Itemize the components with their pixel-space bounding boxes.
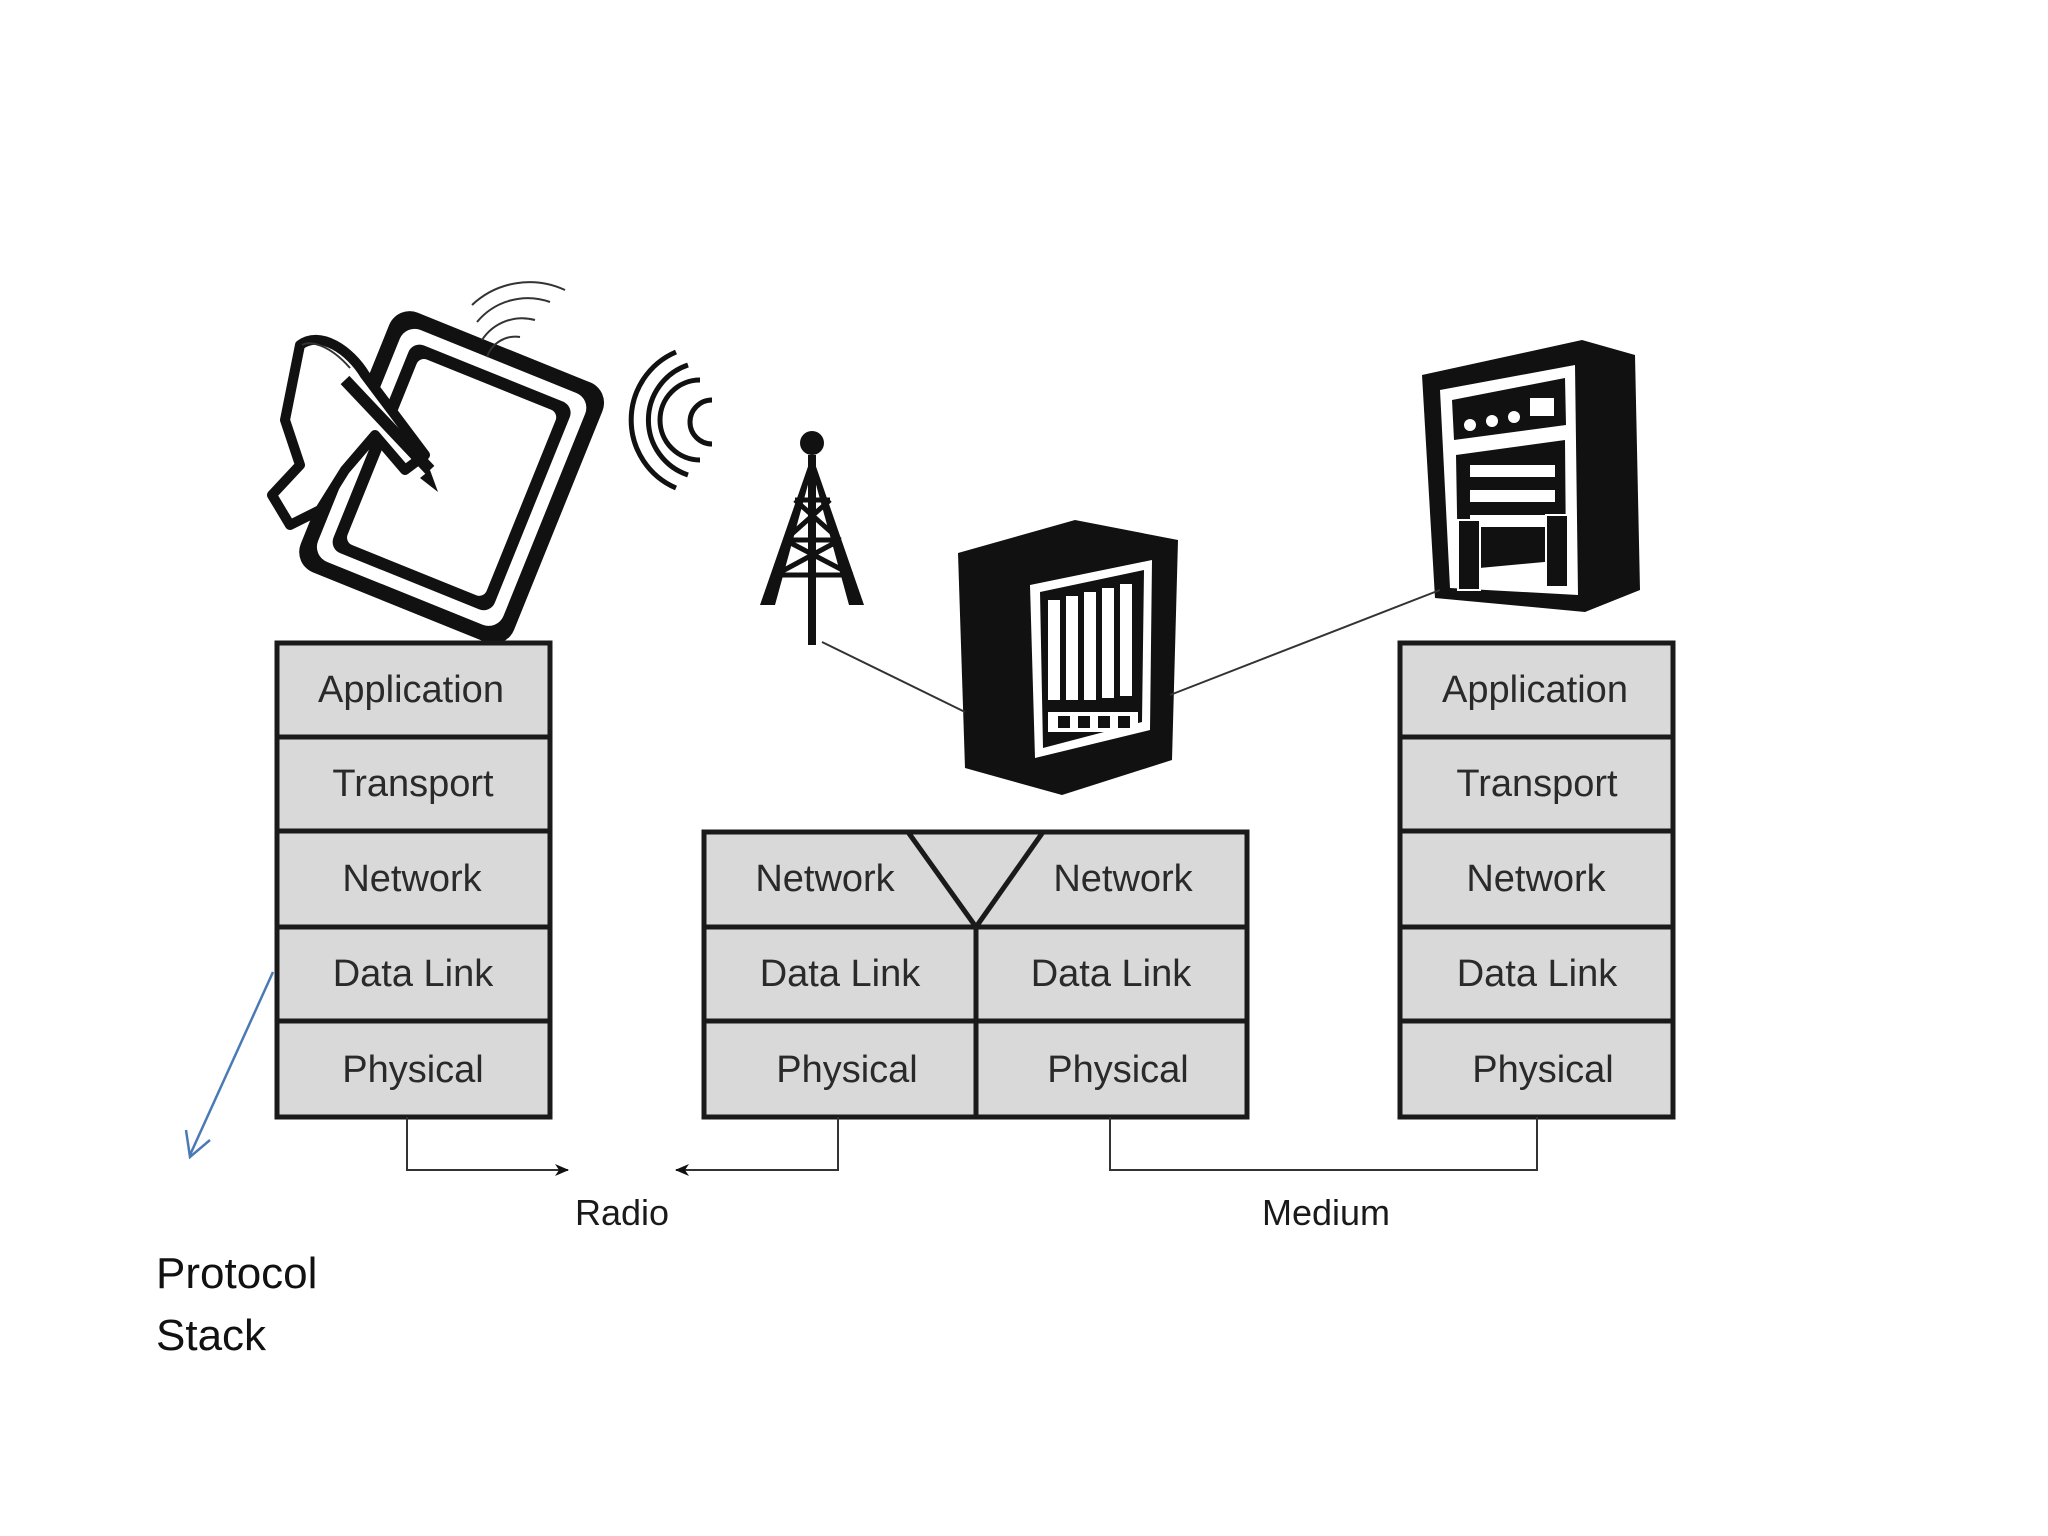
router-left-physical: [701, 1018, 979, 1120]
host-network-label: Network: [342, 858, 482, 900]
router-left-physical-label: Physical: [776, 1049, 918, 1091]
host-physical-label: Physical: [342, 1049, 484, 1091]
callout-line-1: Protocol: [156, 1249, 318, 1298]
router-right-physical-label: Physical: [1047, 1049, 1189, 1091]
host-layer-data-link: [274, 924, 553, 1024]
host-layer-physical: [274, 1018, 553, 1120]
host-radio-connector: [406, 1117, 569, 1176]
server-physical-label: Physical: [1472, 1049, 1614, 1091]
server-network-label: Network: [1466, 858, 1606, 900]
router-left-data-link-label: Data Link: [760, 953, 922, 995]
router-right-physical: [973, 1018, 1250, 1120]
server-transport-label: Transport: [1456, 763, 1618, 805]
medium-connector: [1109, 1117, 1538, 1171]
host-transport-label: Transport: [332, 763, 494, 805]
host-layer-network: [274, 828, 553, 930]
server-layer-data-link: [1397, 924, 1676, 1024]
router-radio-connector: [675, 1117, 839, 1176]
router-rack-icon: [958, 520, 1178, 795]
router-left-network-label: Network: [755, 858, 895, 900]
host-layer-application: [274, 640, 553, 740]
radio-tower-icon: [628, 349, 864, 645]
router-protocol-stack: Network Network Data Link Data Link Phys…: [701, 829, 1250, 1120]
server-layer-network: [1397, 828, 1676, 930]
router-right-data-link: [973, 924, 1250, 1024]
router-right-data-link-label: Data Link: [1031, 953, 1193, 995]
router-server-link: [1169, 589, 1441, 696]
server-data-link-label: Data Link: [1457, 953, 1619, 995]
tower-router-link: [821, 641, 966, 713]
server-cabinet-icon: [1422, 340, 1640, 612]
medium-link-label: Medium: [1262, 1192, 1390, 1233]
server-layer-application: [1397, 640, 1676, 740]
host-protocol-stack: Application Transport Network Data Link …: [274, 640, 553, 1120]
callout-line-2: Stack: [156, 1311, 267, 1360]
server-protocol-stack: Application Transport Network Data Link …: [1397, 640, 1676, 1120]
host-layer-transport: [274, 734, 553, 834]
protocol-stack-callout: Protocol Stack: [156, 1243, 317, 1367]
tablet-with-stylus-icon: [267, 281, 605, 644]
router-network-row: [701, 829, 1250, 930]
server-layer-physical: [1397, 1018, 1676, 1120]
router-right-network-label: Network: [1053, 858, 1193, 900]
callout-arrow: [184, 971, 275, 1160]
host-application-label: Application: [318, 669, 504, 711]
radio-link-label: Radio: [575, 1192, 669, 1233]
host-data-link-label: Data Link: [333, 953, 495, 995]
server-application-label: Application: [1442, 669, 1628, 711]
